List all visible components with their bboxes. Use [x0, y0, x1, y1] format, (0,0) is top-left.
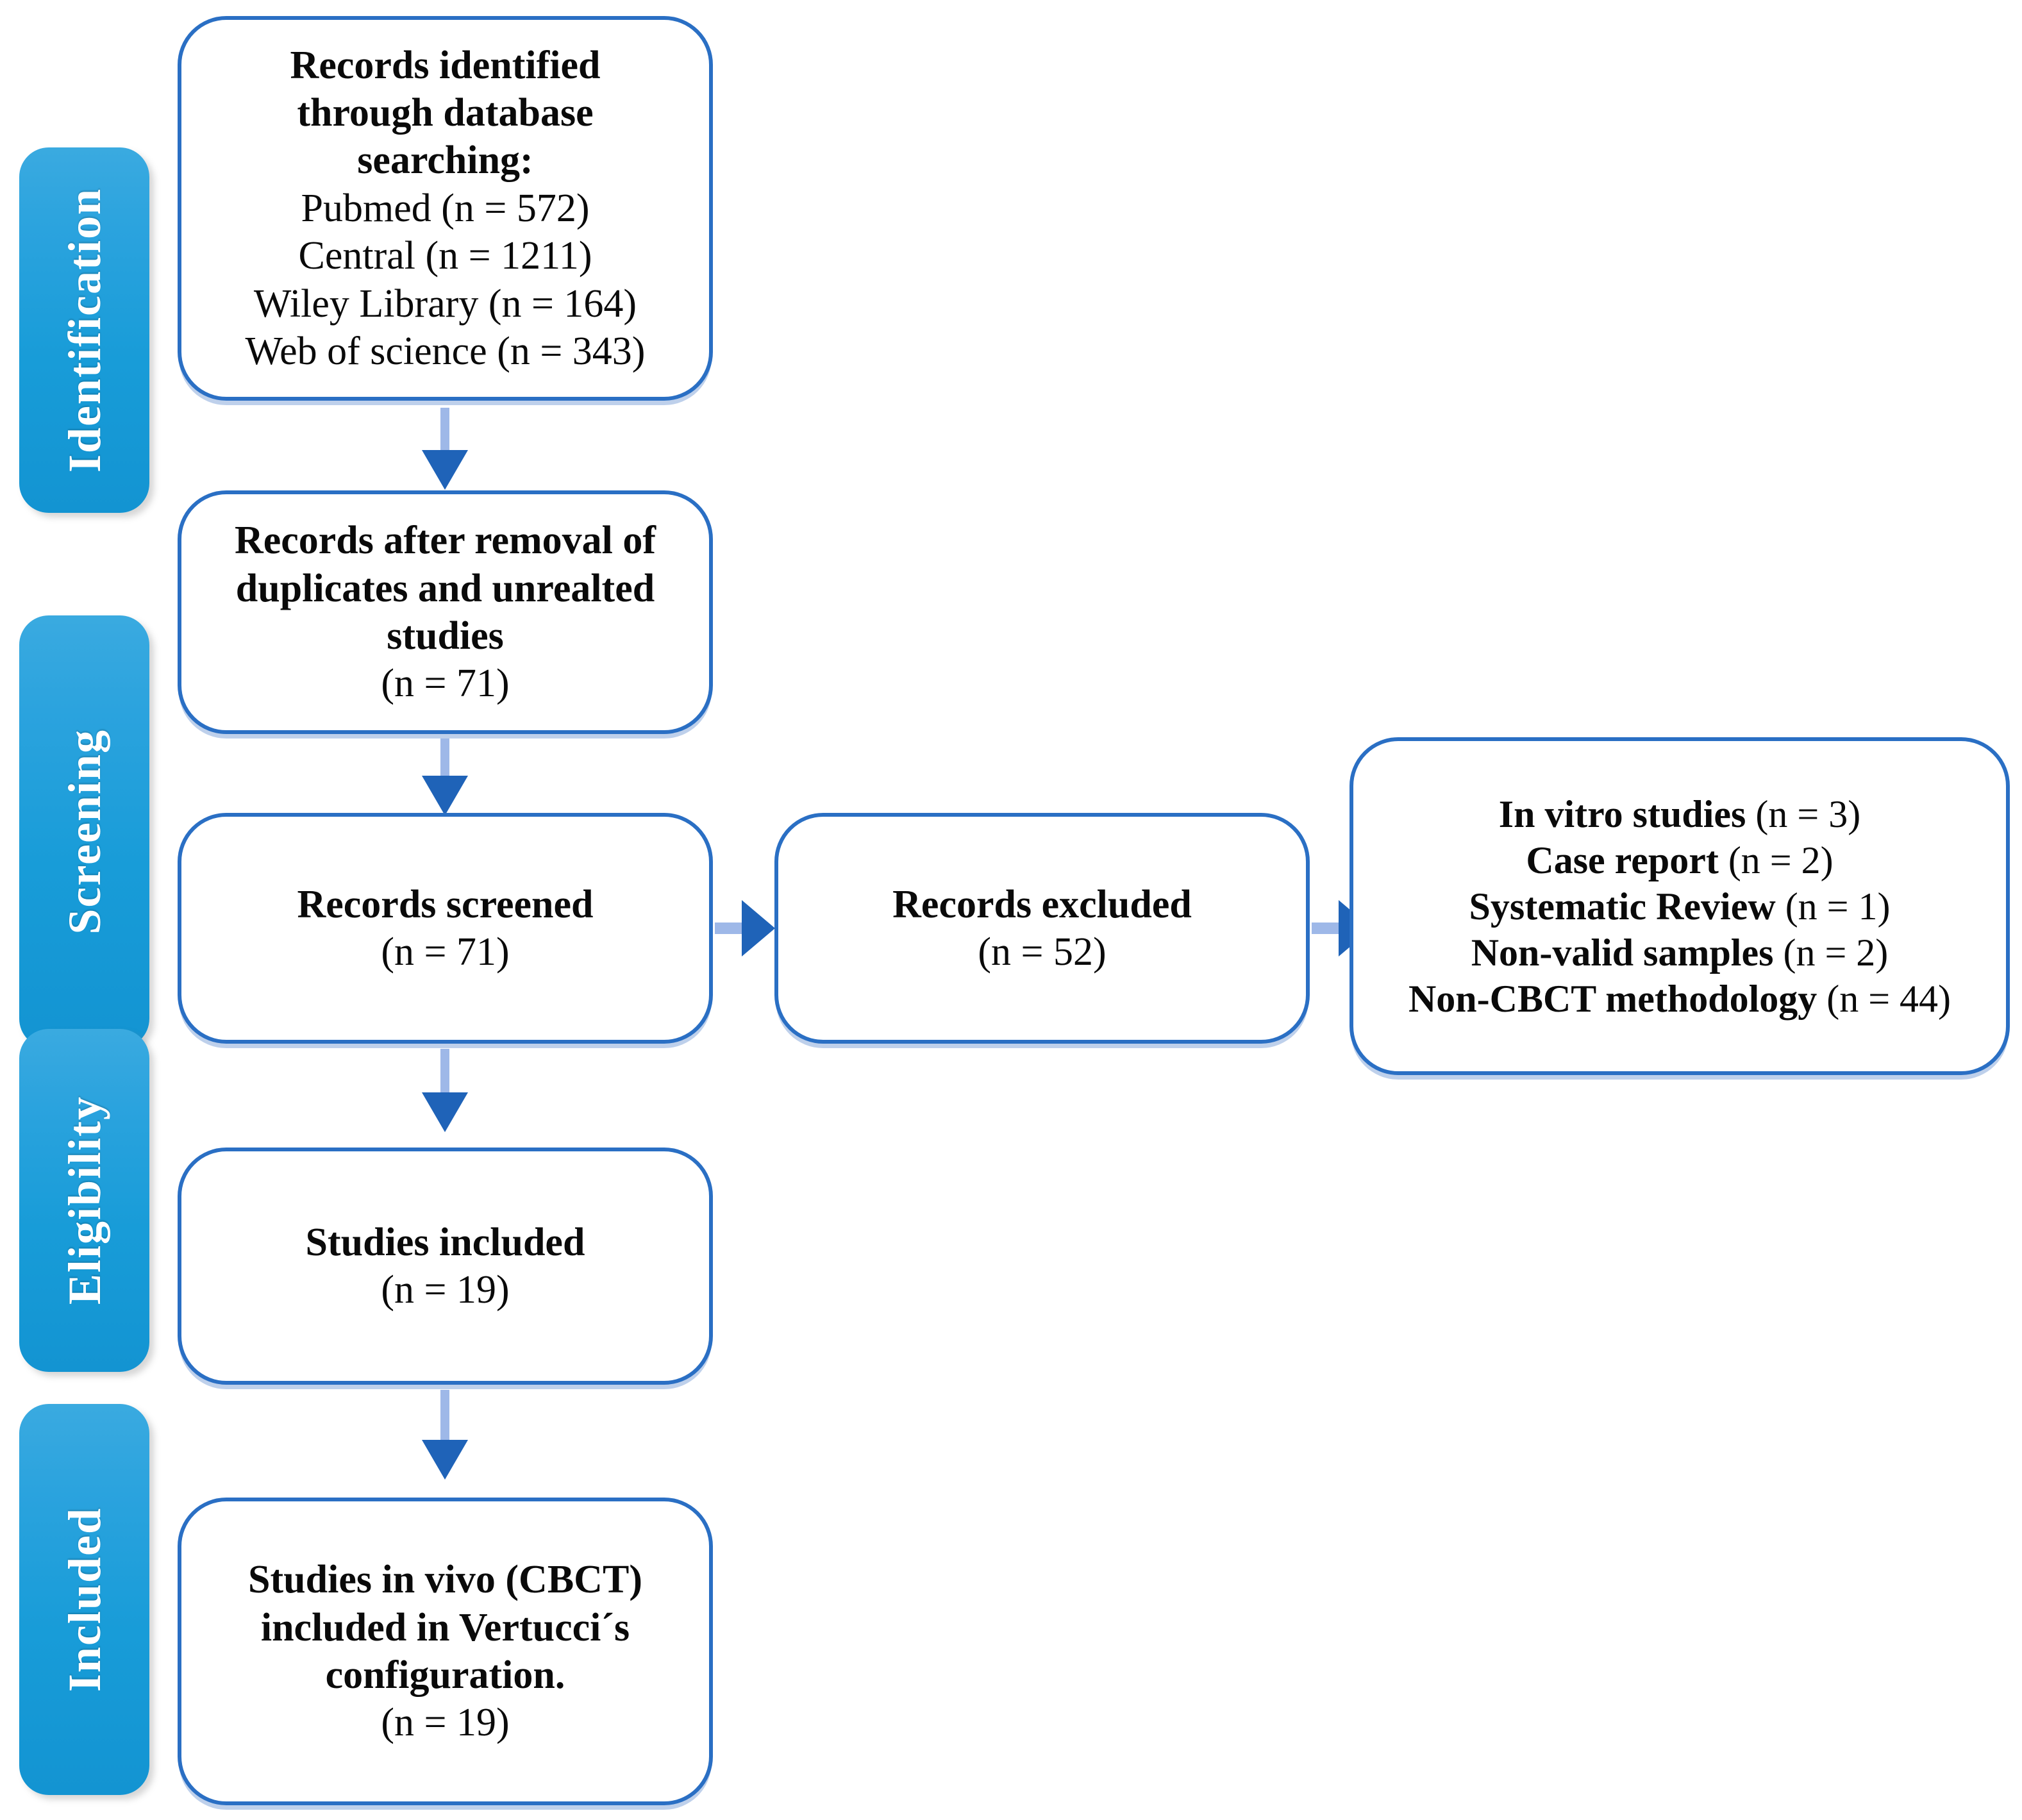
line-identified-central: Central (n = 1211) — [298, 234, 592, 278]
line-identified-wiley: Wiley Library (n = 164) — [253, 281, 637, 326]
reason-systematic-review-label: Systematic Review — [1469, 885, 1776, 928]
line-in-vivo-2: included in Vertucci´s — [260, 1605, 630, 1649]
arrow-shaft — [1312, 923, 1342, 934]
line-excluded-count: (n = 52) — [978, 930, 1107, 974]
line-identified-2: through database — [297, 91, 594, 135]
reason-non-valid-samples-label: Non-valid samples — [1471, 931, 1774, 974]
box-records-identified-text: Records identified through database sear… — [181, 42, 709, 376]
line-excluded-title: Records excluded — [892, 882, 1192, 926]
line-studies-included-count: (n = 19) — [381, 1268, 510, 1312]
box-studies-included-text: Studies included (n = 19) — [181, 1219, 709, 1314]
reason-case-report: Case report (n = 2) — [1370, 837, 1989, 883]
box-records-excluded: Records excluded (n = 52) — [774, 813, 1310, 1044]
arrow-shaft — [440, 408, 449, 453]
line-in-vivo-1: Studies in vivo (CBCT) — [248, 1558, 642, 1602]
arrow-head-down-icon — [422, 450, 468, 490]
line-identified-wos: Web of science (n = 343) — [245, 329, 646, 373]
line-screened-title: Records screened — [297, 882, 594, 926]
reason-non-cbct-methodology-count: (n = 44) — [1817, 977, 1951, 1020]
box-records-after-duplicates-text: Records after removal of duplicates and … — [181, 517, 709, 708]
arrow-shaft — [440, 739, 449, 778]
reason-non-cbct-methodology-label: Non-CBCT methodology — [1408, 977, 1817, 1020]
box-records-screened-text: Records screened (n = 71) — [181, 881, 709, 976]
arrow-shaft — [440, 1049, 449, 1095]
stage-tab-screening: Screening — [19, 615, 149, 1048]
reason-non-valid-samples: Non-valid samples (n = 2) — [1370, 930, 1989, 976]
box-exclusion-reasons-text: In vitro studies (n = 3) Case report (n … — [1353, 791, 2006, 1022]
stage-tab-identification: Identification — [19, 147, 149, 513]
box-records-screened: Records screened (n = 71) — [178, 813, 713, 1044]
arrow-head-right-icon — [742, 900, 775, 956]
reason-case-report-count: (n = 2) — [1718, 839, 1834, 881]
stage-tab-included: Included — [19, 1404, 149, 1795]
box-studies-in-vivo: Studies in vivo (CBCT) included in Vertu… — [178, 1498, 713, 1805]
line-studies-included-title: Studies included — [305, 1220, 585, 1264]
line-identified-pubmed: Pubmed (n = 572) — [301, 186, 590, 230]
line-duplicates-1: Records after removal of — [234, 519, 656, 563]
stage-tab-eligibility: Eligibility — [19, 1029, 149, 1372]
stage-tab-identification-label: Identification — [58, 187, 110, 472]
line-duplicates-3: studies — [387, 614, 504, 658]
line-identified-1: Records identified — [290, 43, 601, 87]
stage-tab-included-label: Included — [58, 1507, 110, 1692]
box-studies-included: Studies included (n = 19) — [178, 1148, 713, 1385]
arrow-head-down-icon — [422, 776, 468, 815]
arrow-head-down-icon — [422, 1092, 468, 1132]
line-duplicates-count: (n = 71) — [381, 662, 510, 706]
line-screened-count: (n = 71) — [381, 930, 510, 974]
line-identified-3: searching: — [357, 138, 533, 183]
box-records-identified: Records identified through database sear… — [178, 16, 713, 401]
reason-non-cbct-methodology: Non-CBCT methodology (n = 44) — [1370, 976, 1989, 1022]
line-in-vivo-3: configuration. — [325, 1653, 565, 1697]
reason-in-vitro-studies-label: In vitro studies — [1498, 792, 1746, 835]
reason-in-vitro-studies: In vitro studies (n = 3) — [1370, 791, 1989, 837]
line-duplicates-2: duplicates and unrealted — [235, 566, 655, 610]
reason-non-valid-samples-count: (n = 2) — [1773, 931, 1889, 974]
box-records-excluded-text: Records excluded (n = 52) — [778, 881, 1306, 976]
box-records-after-duplicates: Records after removal of duplicates and … — [178, 490, 713, 734]
arrow-shaft — [715, 923, 746, 934]
box-studies-in-vivo-text: Studies in vivo (CBCT) included in Vertu… — [181, 1556, 709, 1747]
line-in-vivo-count: (n = 19) — [381, 1701, 510, 1745]
reason-systematic-review: Systematic Review (n = 1) — [1370, 883, 1989, 930]
arrow-shaft — [440, 1390, 449, 1442]
box-exclusion-reasons: In vitro studies (n = 3) Case report (n … — [1349, 737, 2010, 1075]
reason-case-report-label: Case report — [1526, 839, 1719, 881]
stage-tab-screening-label: Screening — [58, 729, 110, 935]
arrow-head-down-icon — [422, 1440, 468, 1480]
stage-tab-eligibility-label: Eligibility — [58, 1096, 110, 1305]
reason-in-vitro-studies-count: (n = 3) — [1746, 792, 1861, 835]
reason-systematic-review-count: (n = 1) — [1775, 885, 1891, 928]
